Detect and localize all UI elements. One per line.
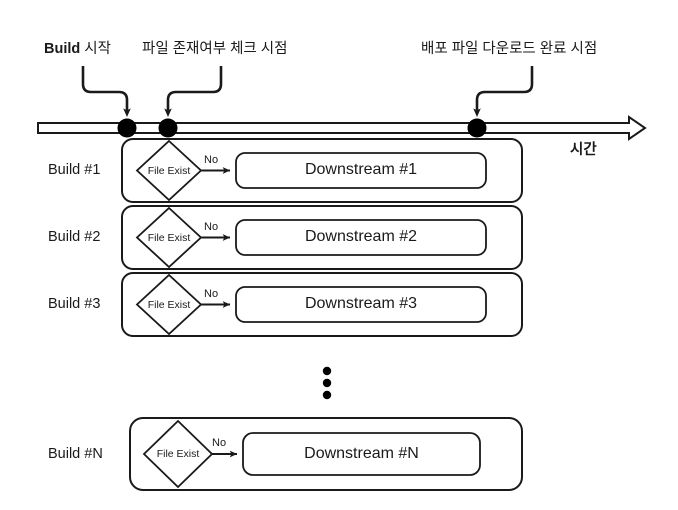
downstream-box[interactable] xyxy=(235,219,487,256)
build-row-label-3: Build #3 xyxy=(48,296,101,312)
callout-label-file-check: 파일 존재여부 체크 시점 xyxy=(142,41,288,57)
edge-label-no-3: No xyxy=(204,288,219,300)
time-axis-label: 시간 xyxy=(570,142,597,158)
callout-connector-build-start xyxy=(81,66,131,118)
vertical-dots-icon xyxy=(322,366,332,400)
build-row-label-1: Build #1 xyxy=(48,162,101,178)
downstream-label-n: Downstream #N xyxy=(304,445,419,462)
callout-connector-file-check xyxy=(164,66,223,118)
callout-connector-download-done xyxy=(473,66,534,118)
timeline-dot-download-done xyxy=(467,118,487,138)
build-row-n[interactable] xyxy=(129,417,523,491)
downstream-box[interactable] xyxy=(235,286,487,323)
build-row-2[interactable] xyxy=(121,205,523,270)
timeline-dot-file-check xyxy=(158,118,178,138)
edge-label-no-n: No xyxy=(212,437,227,449)
decision-label-1: File Exist xyxy=(147,165,191,177)
decision-label-3: File Exist xyxy=(147,299,191,311)
decision-label-2: File Exist xyxy=(147,232,191,244)
time-axis xyxy=(37,115,647,141)
decision-label-n: File Exist xyxy=(156,448,200,460)
callout-label-build-start-strong: Build xyxy=(44,41,81,57)
callout-label-build-start-rest: 시작 xyxy=(80,41,111,57)
decision-diamond[interactable] xyxy=(142,419,214,489)
callout-label-build-start: Build 시작 xyxy=(44,42,111,57)
decision-diamond[interactable] xyxy=(135,273,203,336)
build-row-3[interactable] xyxy=(121,272,523,337)
decision-diamond[interactable] xyxy=(135,206,203,269)
build-row-1[interactable] xyxy=(121,138,523,203)
downstream-label-2: Downstream #2 xyxy=(304,228,418,245)
build-row-label-n: Build #N xyxy=(48,446,103,462)
decision-diamond[interactable] xyxy=(135,139,203,202)
edge-label-no-1: No xyxy=(204,154,219,166)
build-row-label-2: Build #2 xyxy=(48,229,101,245)
downstream-box[interactable] xyxy=(242,432,481,476)
downstream-box[interactable] xyxy=(235,152,487,189)
timeline-dot-build-start xyxy=(117,118,137,138)
edge-label-no-2: No xyxy=(204,221,219,233)
downstream-label-3: Downstream #3 xyxy=(304,295,418,312)
callout-label-download-done: 배포 파일 다운로드 완료 시점 xyxy=(421,41,598,57)
downstream-label-1: Downstream #1 xyxy=(304,161,418,178)
